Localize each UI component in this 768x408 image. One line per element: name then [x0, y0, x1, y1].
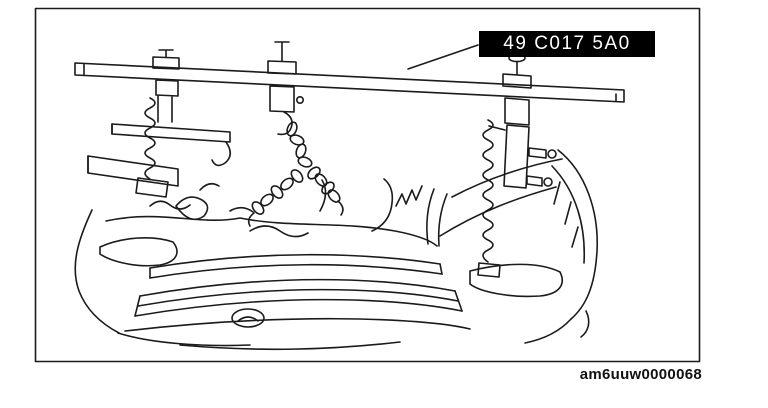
tool-number-label: 49 C017 5A0 — [479, 31, 655, 57]
support-bar — [75, 63, 624, 102]
leader-line — [408, 45, 478, 69]
figure-code: am6uuw0000068 — [579, 366, 702, 383]
car-body-outline — [75, 150, 597, 349]
left-support-leg — [88, 50, 230, 197]
figure-border — [36, 9, 700, 362]
right-support-leg — [478, 54, 556, 277]
chain-assembly — [249, 42, 343, 226]
